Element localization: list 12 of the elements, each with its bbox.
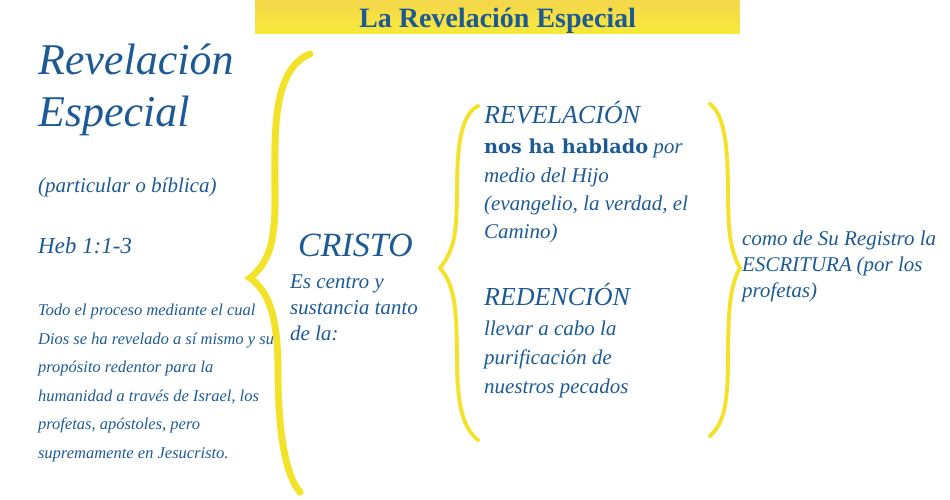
description-text: Todo el proceso mediante el cual Dios se ha revelado a sí mismo y su propósito redentor para la humanidad a través de Israel, los profetas, apóstoles, pero supremamente en Jesucristo. [38, 299, 275, 464]
title: La Revelación Especial [359, 4, 636, 34]
heading: Revelación Especial [38, 34, 234, 138]
side-note: como de Su Registro la ESCRITURA (por los profetas) [742, 225, 938, 303]
section-heading: REVELACIÓN [484, 100, 642, 130]
section-text: llevar a cabo la purificación de nuestros pecados [484, 315, 630, 400]
center-heading: CRISTO [298, 226, 414, 266]
center-text: Es centro y sustancia tanto de la: [290, 268, 419, 346]
subtitle: (particular o bíblica) [38, 172, 218, 198]
bible-reference: Heb 1:1-3 [38, 232, 133, 260]
section-text: nos ha hablado por medio del Hijo (evangelio, la verdad, el Camino) [484, 133, 689, 245]
section-heading: REDENCIÓN [484, 282, 632, 312]
